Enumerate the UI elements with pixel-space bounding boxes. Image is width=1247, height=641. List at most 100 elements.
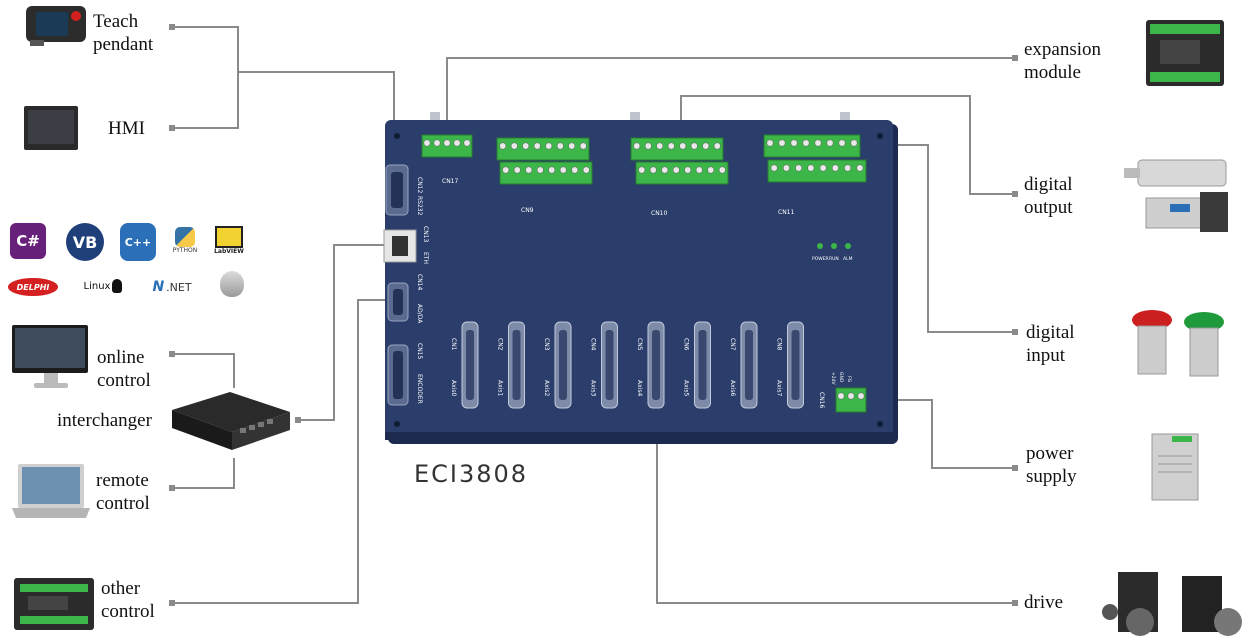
- label-remote-control: remote control: [96, 470, 150, 514]
- axis-name-label: Axis7: [776, 380, 783, 396]
- labview-logo: LabVIEW: [214, 223, 244, 257]
- label-expansion-module: expansion module: [1024, 39, 1102, 83]
- cn9-terminal-top[interactable]: [496, 137, 590, 161]
- label-cn15: CN15: [416, 343, 423, 359]
- line-endpoints: [169, 24, 1018, 606]
- board-bottom-strip: [385, 432, 893, 440]
- linux-logo: Linux: [80, 274, 126, 298]
- label-cn17: CN17: [442, 178, 458, 185]
- cn11-terminal-top[interactable]: [763, 134, 861, 158]
- label-cn9: CN9: [521, 207, 534, 214]
- cn16-terminal[interactable]: [835, 387, 867, 413]
- cpp-logo: C++: [120, 223, 156, 261]
- label-run-led: RUN: [829, 256, 839, 262]
- model-name: ECI3808: [414, 460, 529, 488]
- cn10-terminal-top[interactable]: [630, 137, 724, 161]
- label-hmi: HMI: [108, 118, 145, 139]
- label-interchanger: interchanger: [57, 410, 152, 431]
- axis-cn-label: CN8: [776, 338, 783, 351]
- label-drive: drive: [1024, 592, 1064, 613]
- line-other-control: [172, 299, 392, 604]
- python-logo: PYTHON: [168, 221, 202, 259]
- label-cn12: CN12: [416, 177, 423, 193]
- axis-name-label: Axis2: [543, 380, 550, 396]
- label-24v: +24V: [830, 372, 836, 385]
- label-eth: ETH: [422, 252, 429, 264]
- line-online-control: [172, 353, 235, 388]
- push-buttons-image: [1132, 310, 1224, 377]
- label-encoder: ENCODER: [416, 374, 423, 404]
- plc-image: [14, 578, 94, 630]
- servo-drive-image: [1102, 572, 1242, 636]
- pneumatic-valve-image: [1124, 159, 1228, 232]
- teach-pendant-image: [26, 6, 86, 46]
- tux-icon: [112, 279, 123, 293]
- cn11-terminal-bottom[interactable]: [767, 159, 867, 183]
- label-digital-output: digital output: [1024, 174, 1073, 218]
- line-teach-pendant: [172, 26, 395, 160]
- status-leds: [817, 243, 851, 249]
- dotnet-logo: N .NET: [146, 276, 198, 298]
- dotnet-icon: N: [152, 279, 165, 295]
- line-drive: [656, 390, 1015, 604]
- board-screws: [394, 133, 883, 427]
- line-interchanger-eth: [298, 244, 384, 421]
- labview-label: LabVIEW: [214, 247, 244, 255]
- axis-name-label: Axis5: [683, 380, 690, 396]
- board-top-tabs: [430, 112, 850, 122]
- label-alm-led: ALM: [843, 256, 853, 262]
- label-digital-input: digital input: [1026, 322, 1075, 366]
- label-cn10: CN10: [651, 210, 667, 217]
- expansion-module-image: [1146, 20, 1224, 86]
- axis-name-label: Axis4: [636, 380, 643, 396]
- cn10-terminal-bottom[interactable]: [635, 161, 729, 185]
- axis-name-label: Axis1: [497, 380, 504, 396]
- apple-icon: [218, 268, 246, 300]
- switch-image: [172, 392, 290, 450]
- line-expansion-module: [446, 57, 1015, 143]
- label-gnd: GND: [838, 372, 844, 383]
- laptop-image: [12, 464, 90, 518]
- axis-name-label: Axis0: [450, 380, 457, 396]
- python-label: PYTHON: [172, 246, 198, 254]
- line-digital-output: [680, 95, 1015, 195]
- terminal-screws: [423, 139, 865, 400]
- label-other-control: other control: [101, 578, 155, 622]
- cn9-terminal-bottom[interactable]: [499, 161, 593, 185]
- labview-icon: [215, 225, 243, 248]
- label-cn13: CN13: [422, 226, 429, 242]
- label-cn14: CN14: [416, 274, 423, 290]
- linux-label: Linux: [83, 280, 111, 292]
- line-hmi: [172, 72, 239, 129]
- axis-cn-label: CN1: [450, 338, 457, 351]
- vb-logo: VB: [66, 223, 104, 261]
- axis-cn-label: CN6: [683, 338, 690, 351]
- label-cn16: CN16: [818, 392, 825, 408]
- label-rs232: RS232: [416, 196, 423, 216]
- python-icon: [175, 226, 195, 247]
- label-power-led: POWER: [812, 256, 829, 262]
- label-power-supply: power supply: [1026, 443, 1077, 487]
- axis-cn-label: CN2: [497, 338, 504, 351]
- axis-name-label: Axis6: [729, 380, 736, 396]
- label-teach-pendant: Teach pendant: [93, 11, 154, 55]
- line-remote-control: [172, 458, 235, 489]
- delphi-logo: DELPHI: [8, 278, 58, 296]
- label-online-control: online control: [97, 347, 151, 391]
- axis-cn-label: CN5: [636, 338, 643, 351]
- axis-name-label: Axis3: [590, 380, 597, 396]
- label-fg: FG: [846, 376, 852, 383]
- axis-cn-label: CN4: [590, 338, 597, 351]
